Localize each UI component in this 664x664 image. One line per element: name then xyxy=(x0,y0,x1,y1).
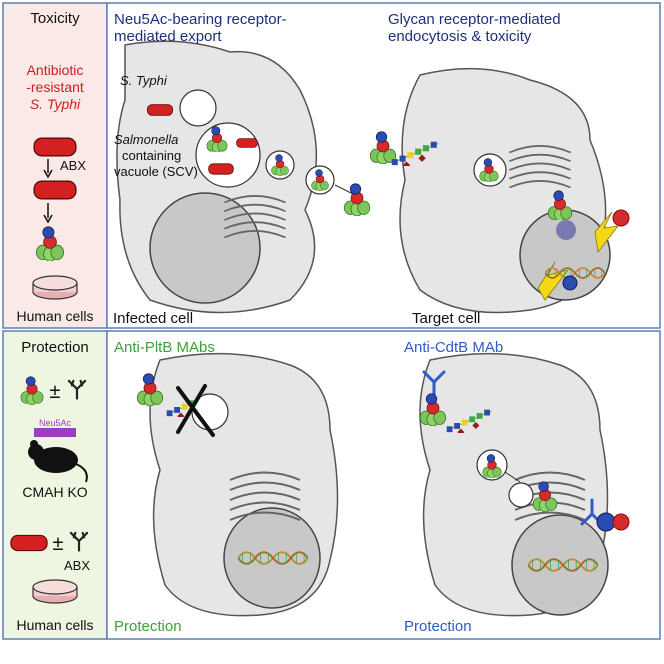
bacterium-icon xyxy=(208,163,234,175)
abx-label: ABX xyxy=(60,158,86,173)
arrow-icon xyxy=(504,471,521,483)
plus-minus-label: ± xyxy=(53,533,64,555)
infected-cell-nucleus xyxy=(149,192,261,304)
scv-label-line1: Salmonella xyxy=(114,132,178,147)
cdtb-protection-label: Protection xyxy=(404,618,472,635)
mouse-icon xyxy=(28,440,88,483)
infected-cell-label: Infected cell xyxy=(113,310,193,327)
cdtb-subunit-icon xyxy=(612,209,630,227)
scv-label-line2: containing xyxy=(122,148,181,163)
endocytic-vesicle xyxy=(508,482,534,508)
scv-label-line3: vacuole (SCV) xyxy=(114,164,198,179)
protection-panel xyxy=(2,330,108,640)
block-x-icon xyxy=(176,384,215,437)
neu5ac-bar xyxy=(34,428,76,437)
cmah-ko-label: CMAH KO xyxy=(22,484,87,500)
antibiotic-label: Antibiotic xyxy=(27,62,84,78)
plus-minus-label: ± xyxy=(50,381,61,403)
abx-label: ABX xyxy=(64,558,90,573)
cdtb-subunit-icon xyxy=(562,275,578,291)
scv-vacuole xyxy=(195,122,261,188)
protection-title: Protection xyxy=(21,339,89,356)
dna-damage-cloud xyxy=(556,220,576,240)
bacterium-icon xyxy=(33,180,77,200)
pltb-protection-label: Protection xyxy=(114,618,182,635)
anti-cdtb-title: Anti-CdtB MAb xyxy=(404,339,503,356)
uptake-vacuole xyxy=(179,89,217,127)
export-title-line1: Neu5Ac-bearing receptor- xyxy=(114,11,287,28)
cdtb-subunit-icon xyxy=(596,512,616,532)
toxicity-title: Toxicity xyxy=(30,10,80,27)
dna-damage-icon xyxy=(537,261,570,301)
bacterium-icon xyxy=(10,534,48,552)
arrow-icon xyxy=(334,184,356,196)
protected-target-nucleus xyxy=(511,514,609,616)
resistant-label: -resistant xyxy=(26,79,84,95)
cdtb-subunit-icon xyxy=(612,513,630,531)
export-title-line2: mediated export xyxy=(114,28,222,45)
anti-cdtb-antibody-icon xyxy=(422,370,446,397)
dna-damage-icon xyxy=(594,211,619,253)
toxicity-panel xyxy=(2,2,108,329)
bacterium-icon xyxy=(236,138,258,148)
s-typhi-label: S. Typhi xyxy=(30,96,81,112)
petri-dish-icon xyxy=(32,579,78,604)
neu5ac-label: Neu5Ac xyxy=(39,418,72,428)
human-cells-label: Human cells xyxy=(16,617,93,633)
anti-pltb-title: Anti-PltB MAbs xyxy=(114,339,215,356)
petri-dish-icon xyxy=(32,275,78,300)
s-typhi-text: S. Typhi xyxy=(120,73,168,88)
human-cells-label: Human cells xyxy=(16,308,93,324)
endocytosis-title-line2: endocytosis & toxicity xyxy=(388,28,532,45)
bacterium-icon xyxy=(146,104,174,116)
target-cell-label: Target cell xyxy=(412,310,480,327)
endocytosis-title-line1: Glycan receptor-mediated xyxy=(388,11,561,28)
bacterium-icon xyxy=(33,137,77,157)
